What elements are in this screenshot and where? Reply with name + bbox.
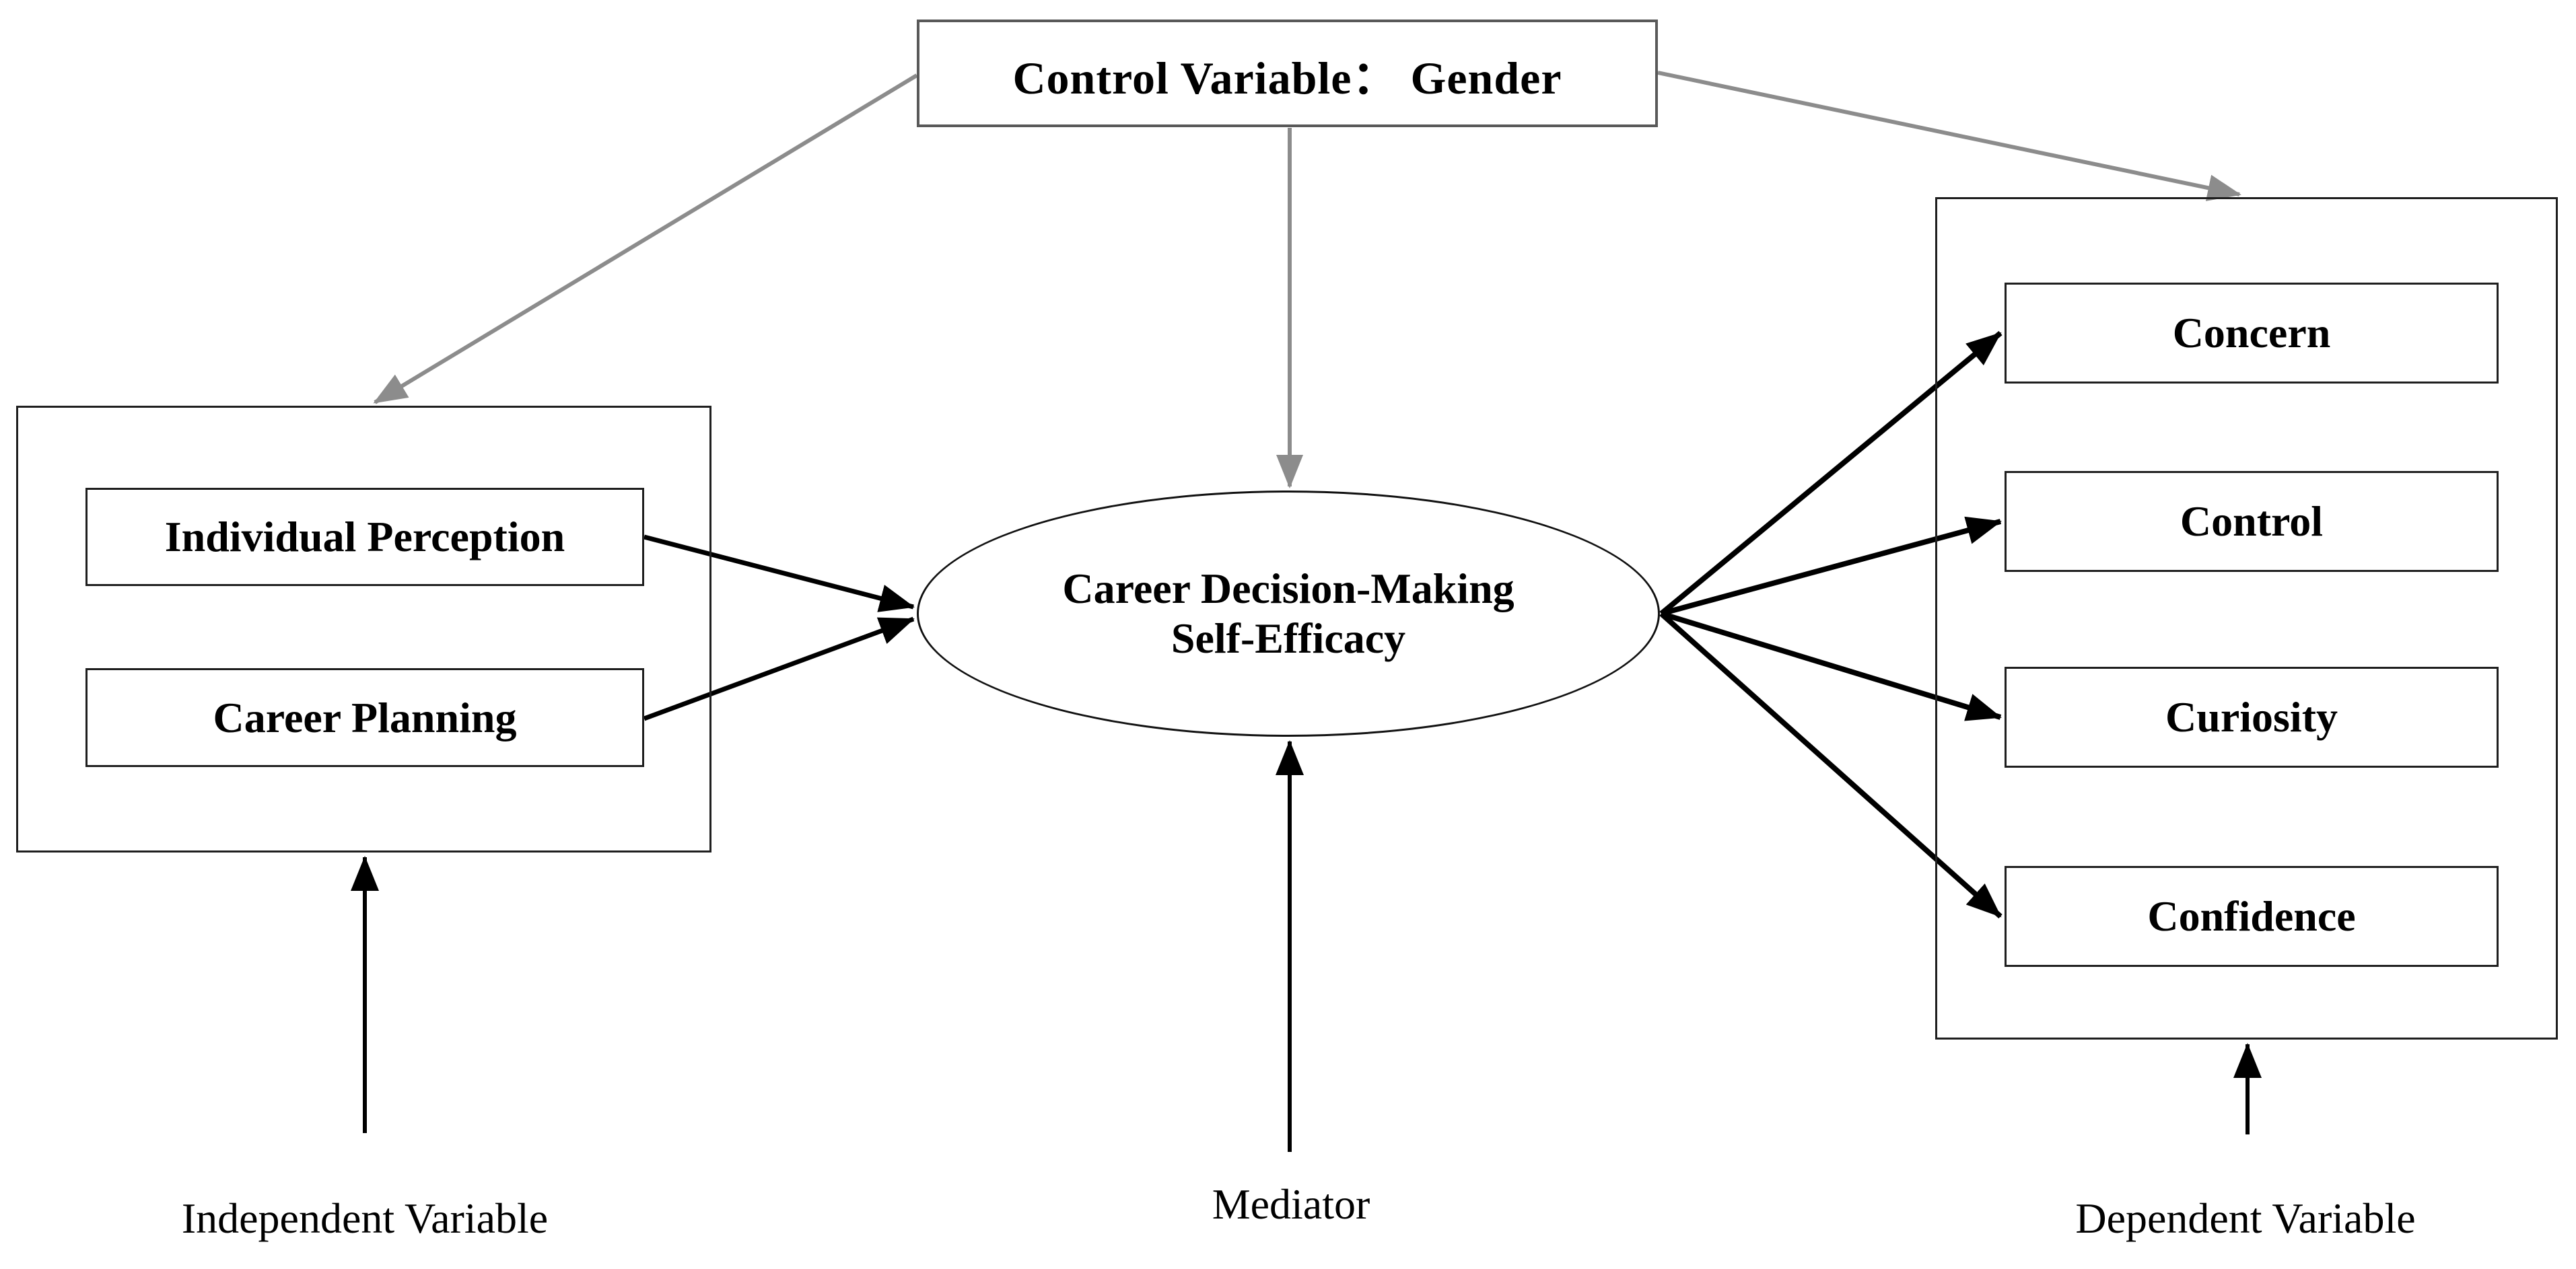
control-variable-box: Control Variable： Gender <box>917 20 1658 127</box>
concern-box: Concern <box>2005 283 2499 384</box>
arrow-mediator-to-concern <box>1659 330 2003 616</box>
control-variable-label: Control Variable： Gender <box>1012 52 1562 104</box>
dependent-group-box <box>1935 197 2558 1040</box>
dependent-variable-label: Dependent Variable <box>2075 1194 2416 1242</box>
arrow-mediator-to-control <box>1660 516 2002 616</box>
arrow-career-planning-to-mediator <box>643 616 915 721</box>
mediator-label: Mediator <box>1212 1180 1370 1228</box>
confidence-label: Confidence <box>2147 892 2356 940</box>
confidence-box: Confidence <box>2005 866 2499 967</box>
individual-perception-label: Individual Perception <box>164 513 565 560</box>
career-planning-box: Career Planning <box>85 668 644 767</box>
arrow-control-to-dependent <box>1657 71 2241 201</box>
independent-group-box <box>16 406 711 853</box>
curiosity-box: Curiosity <box>2005 667 2499 768</box>
concern-label: Concern <box>2172 309 2331 357</box>
independent-variable-label: Independent Variable <box>181 1194 549 1242</box>
mediator-ellipse: Career Decision-Making Self-Efficacy <box>917 491 1660 737</box>
arrow-mediator-to-curiosity <box>1660 611 2002 721</box>
control-dimension-box: Control <box>2005 471 2499 572</box>
career-planning-label: Career Planning <box>213 693 517 741</box>
individual-perception-box: Individual Perception <box>85 488 644 586</box>
mediator-ellipse-line1: Career Decision-Making <box>1062 564 1515 612</box>
control-dimension-label: Control <box>2180 497 2324 545</box>
mediator-ellipse-line2: Self-Efficacy <box>1171 614 1406 662</box>
arrow-control-to-independent <box>373 73 918 404</box>
arrow-individual-perception-to-mediator <box>643 534 915 612</box>
arrow-mediator-to-confidence <box>1659 612 2003 918</box>
curiosity-label: Curiosity <box>2165 693 2338 741</box>
